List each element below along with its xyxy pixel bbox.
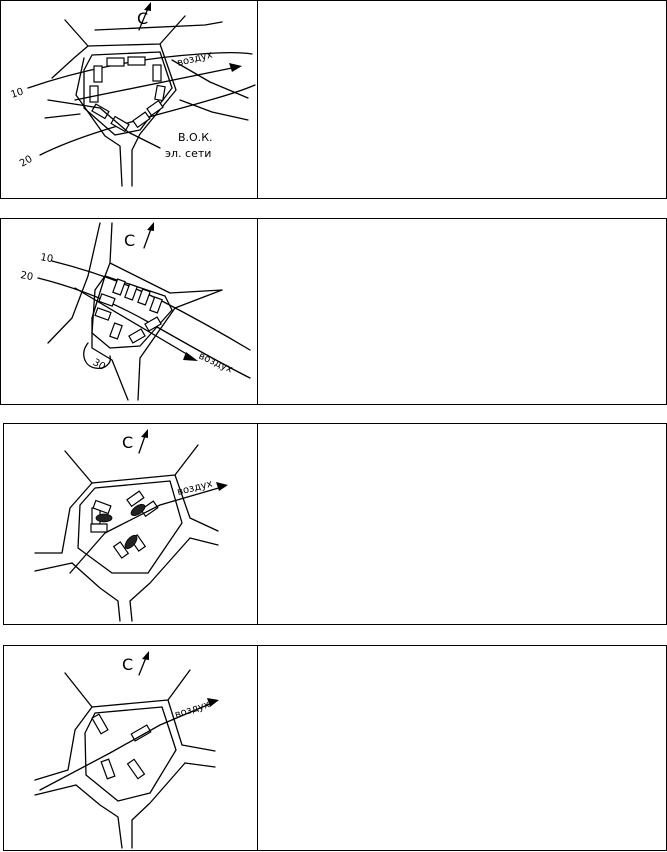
north-arrow-head bbox=[141, 429, 148, 438]
building bbox=[89, 85, 99, 103]
building bbox=[100, 758, 116, 780]
contour-line-10 bbox=[27, 51, 253, 89]
block-outline bbox=[84, 706, 177, 802]
vok-label: В.О.К. bbox=[178, 131, 213, 144]
building bbox=[112, 278, 126, 296]
road-edge bbox=[174, 474, 219, 532]
north-arrow-head bbox=[147, 222, 154, 231]
road-edge bbox=[44, 113, 81, 119]
wind-label: воздух bbox=[176, 49, 214, 68]
road-edge bbox=[167, 699, 216, 752]
scheme-panel-3: воздух С bbox=[0, 423, 667, 625]
pollution-source bbox=[95, 513, 113, 523]
block-outline bbox=[77, 480, 183, 574]
road-edge bbox=[64, 669, 191, 708]
contour-label-20: 20 bbox=[18, 154, 35, 170]
road-edge bbox=[51, 45, 89, 79]
north-label: С bbox=[124, 231, 135, 250]
building bbox=[91, 713, 109, 735]
building bbox=[112, 541, 130, 559]
wind-arrow-head bbox=[207, 698, 219, 707]
scheme-panel-1: воздух С 10 20 В.О.К. эл. сети bbox=[0, 0, 667, 199]
scheme-panel-4: воздух С bbox=[0, 645, 667, 851]
building bbox=[93, 65, 103, 83]
network-line bbox=[47, 99, 161, 149]
wind-arrow-head bbox=[229, 63, 242, 72]
road-edge bbox=[137, 307, 176, 401]
building bbox=[137, 288, 151, 306]
building bbox=[132, 111, 151, 129]
building bbox=[92, 499, 112, 515]
building bbox=[94, 307, 112, 321]
contour-label-10: 10 bbox=[10, 86, 26, 100]
scheme-panel-2: воздух С 10 20 30 bbox=[0, 218, 667, 405]
wind-arrow-head bbox=[216, 482, 228, 491]
building bbox=[106, 57, 125, 67]
panel-4-drawing: воздух С bbox=[34, 651, 219, 849]
road-edge bbox=[179, 99, 249, 121]
building bbox=[154, 84, 166, 102]
building bbox=[90, 523, 108, 533]
panel-1-drawing: воздух С 10 20 В.О.К. эл. сети bbox=[10, 2, 256, 187]
wind-arrow bbox=[69, 486, 223, 574]
building bbox=[98, 293, 116, 307]
pollution-source bbox=[130, 503, 146, 517]
north-label: С bbox=[122, 655, 133, 674]
building bbox=[149, 296, 163, 314]
north-label: С bbox=[122, 433, 133, 452]
road-edge bbox=[75, 57, 123, 187]
panel-3-drawing: воздух С bbox=[34, 429, 228, 622]
building bbox=[128, 328, 146, 344]
panel-4-divider bbox=[257, 645, 258, 851]
road-edge bbox=[129, 537, 191, 622]
wind-label: воздух bbox=[174, 699, 212, 721]
road-edge bbox=[94, 21, 223, 31]
building bbox=[127, 56, 146, 66]
building bbox=[126, 490, 145, 508]
north-arrow-head bbox=[142, 651, 149, 660]
contour-label-20: 20 bbox=[19, 270, 33, 283]
block-outline bbox=[91, 275, 173, 349]
road-edge bbox=[64, 15, 186, 47]
building bbox=[109, 322, 123, 340]
wind-arrow bbox=[74, 67, 233, 101]
building bbox=[146, 99, 164, 117]
pollution-source bbox=[124, 534, 138, 550]
road-edge bbox=[174, 289, 223, 309]
panel-2-divider bbox=[257, 218, 258, 405]
contour-line-30 bbox=[83, 342, 111, 369]
panel-2-drawing: воздух С 10 20 30 bbox=[19, 222, 251, 401]
road-edge bbox=[47, 222, 101, 344]
north-label: С bbox=[137, 9, 148, 28]
building bbox=[126, 758, 146, 780]
road-edge bbox=[109, 222, 223, 294]
contour-label-30: 30 bbox=[91, 357, 108, 373]
road-edge bbox=[34, 784, 77, 796]
wind-arrow-head bbox=[183, 352, 198, 361]
building bbox=[144, 316, 162, 332]
panel-3-divider bbox=[257, 423, 258, 625]
wind-arrow bbox=[74, 287, 191, 357]
wind-label: воздух bbox=[197, 351, 235, 376]
contour-label-10: 10 bbox=[39, 252, 53, 265]
road-edge bbox=[189, 537, 219, 546]
road-edge bbox=[34, 482, 93, 554]
building bbox=[124, 283, 138, 301]
contour-line-20 bbox=[39, 84, 256, 156]
panel-1-divider bbox=[257, 0, 258, 199]
network-label: эл. сети bbox=[165, 147, 211, 160]
road-edge bbox=[75, 784, 123, 849]
building bbox=[110, 115, 130, 133]
road-edge bbox=[184, 762, 216, 768]
building bbox=[130, 724, 152, 742]
building bbox=[152, 64, 162, 82]
road-edge bbox=[71, 562, 121, 622]
road-edge bbox=[34, 706, 93, 781]
road-edge bbox=[131, 43, 177, 187]
road-edge bbox=[64, 444, 199, 484]
road-edge bbox=[131, 762, 186, 849]
wind-arrow bbox=[39, 702, 213, 791]
north-arrow-head bbox=[144, 2, 151, 11]
road-edge bbox=[34, 562, 73, 572]
